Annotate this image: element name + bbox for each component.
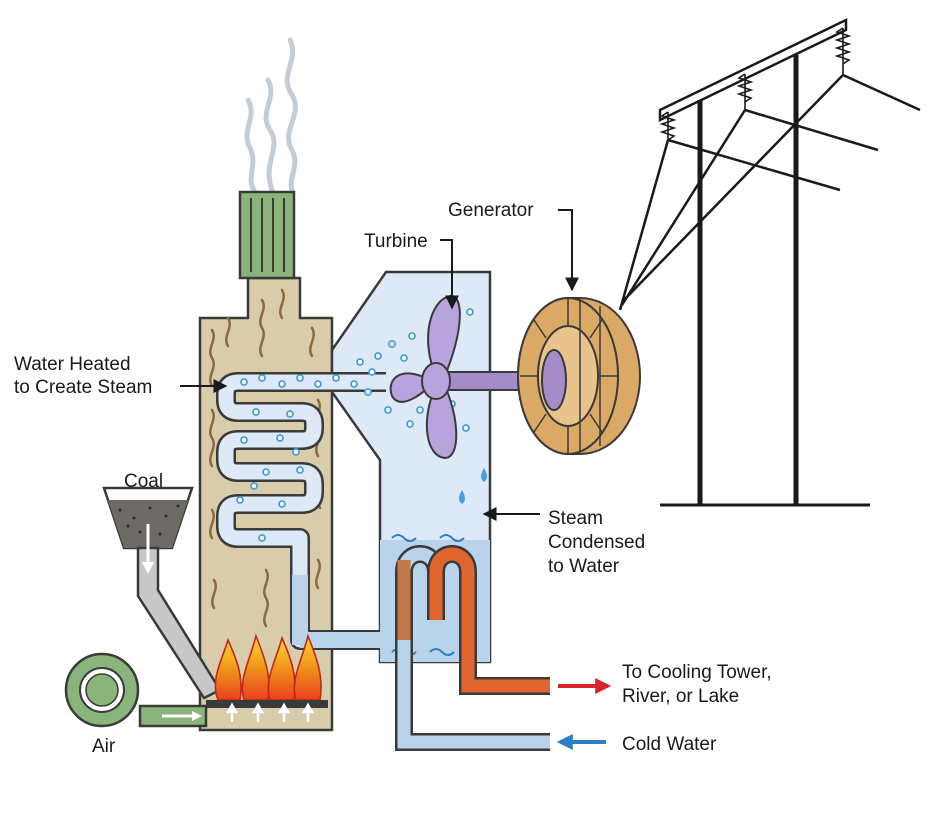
coal-hopper [102, 486, 222, 700]
label-steam-condensed-3: to Water [548, 556, 620, 577]
air-blower [64, 652, 208, 728]
label-generator: Generator [448, 200, 534, 221]
label-steam-condensed-2: Condensed [548, 532, 645, 553]
hot-gas-squiggles [209, 288, 323, 628]
smokestack [238, 190, 296, 280]
leader-lines [180, 209, 579, 521]
smoke [244, 37, 298, 193]
transmission-tower [618, 18, 921, 507]
label-water-heated-1: Water Heated [14, 354, 131, 375]
air-flow-arrows [225, 702, 315, 722]
label-coal: Coal [124, 471, 163, 492]
furnace-fire [214, 633, 322, 701]
turbine-blades [389, 295, 461, 460]
water-droplets [459, 468, 487, 504]
label-to-cooling-2: River, or Lake [622, 686, 739, 707]
label-cold-water: Cold Water [622, 734, 717, 755]
label-water-heated-2: to Create Steam [14, 377, 152, 398]
label-turbine: Turbine [364, 231, 428, 252]
label-steam-condensed-1: Steam [548, 508, 603, 529]
hot-water-pipe [427, 545, 550, 695]
label-to-cooling-1: To Cooling Tower, [622, 662, 772, 683]
label-air: Air [92, 736, 116, 757]
grate [206, 700, 328, 708]
generator [517, 297, 642, 455]
